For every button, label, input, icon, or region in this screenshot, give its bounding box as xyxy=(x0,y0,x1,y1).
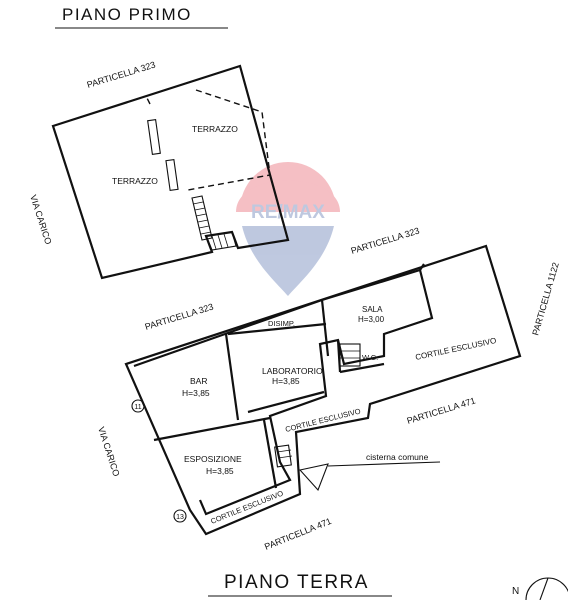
label-particella-1122: PARTICELLA 1122 xyxy=(530,261,560,336)
title-piano-primo: PIANO PRIMO xyxy=(62,5,192,24)
ground-floor-outline xyxy=(124,244,522,536)
label-via-carico-upper: VIA CARICO xyxy=(28,194,53,246)
label-particella-471-bottom: PARTICELLA 471 xyxy=(263,516,333,552)
room-disimp: DISIMP. xyxy=(268,319,295,328)
room-sala-height: H=3,00 xyxy=(358,315,385,324)
label-particella-471-right: PARTICELLA 471 xyxy=(406,396,477,426)
room-sala-name: SALA xyxy=(362,305,383,314)
balloon-red-top xyxy=(240,162,336,210)
building-footprint xyxy=(133,268,434,516)
compass-north-label: N xyxy=(512,586,519,597)
title-piano-terra: PIANO TERRA xyxy=(224,572,369,593)
room-cortile-mid: CORTILE ESCLUSIVO xyxy=(284,406,361,433)
wall-bar-esposizione xyxy=(153,416,271,442)
remax-logo-text: RE/MAX xyxy=(251,202,325,223)
room-esposizione-height: H=3,85 xyxy=(206,466,234,476)
cisterna-marker xyxy=(298,463,329,492)
room-cortile-right: CORTILE ESCLUSIVO xyxy=(415,336,498,362)
civic-number-13-circle xyxy=(173,509,187,523)
civic-number-13: 13 xyxy=(176,514,184,521)
label-particella-323-left: PARTICELLA 323 xyxy=(144,302,215,332)
remax-watermark: RE/MAX xyxy=(236,162,340,296)
room-laboratorio-name: LABORATORIO xyxy=(262,366,323,376)
room-bar-height: H=3,85 xyxy=(182,388,210,398)
partition-stub-2 xyxy=(165,158,179,192)
partition-stub-1 xyxy=(147,118,161,156)
wall-esposizione-right xyxy=(262,419,278,489)
stair-near-cortile xyxy=(274,444,293,468)
upper-staircase xyxy=(191,195,237,251)
label-cisterna-comune: cisterna comune xyxy=(366,452,429,462)
wall-wc-bottom xyxy=(339,362,385,374)
wall-cortile-right xyxy=(419,263,425,271)
wall-wc-left xyxy=(336,339,342,373)
label-via-carico-ground: VIA CARICO xyxy=(96,426,121,478)
room-esposizione-name: ESPOSIZIONE xyxy=(184,454,242,464)
label-particella-323-upper: PARTICELLA 323 xyxy=(86,60,157,90)
wall-sala-disimp xyxy=(320,299,330,357)
cisterna-leader xyxy=(327,461,441,467)
room-laboratorio-height: H=3,85 xyxy=(272,376,300,386)
room-bar-name: BAR xyxy=(190,376,207,386)
label-particella-323-top: PARTICELLA 323 xyxy=(350,226,421,256)
wall-bar-lab xyxy=(224,333,240,421)
label-terrazzo-right: TERRAZZO xyxy=(192,124,238,134)
civic-number-11-circle xyxy=(131,399,145,413)
wall-disimp-lab xyxy=(227,322,327,336)
ground-floor-plan: 11 13 PARTICELLA 323 PARTICELLA 323 PART… xyxy=(96,226,561,552)
stair-near-wc xyxy=(339,343,361,367)
room-wc: W.C. xyxy=(362,353,378,362)
wall-lab-bottom xyxy=(247,390,325,414)
balloon-top xyxy=(236,180,340,212)
civic-number-11: 11 xyxy=(134,404,141,411)
label-terrazzo-left: TERRAZZO xyxy=(112,176,158,186)
upper-floor-outline xyxy=(51,64,290,280)
upper-floor-plan: PARTICELLA 323 VIA CARICO TERRAZZO TERRA… xyxy=(28,60,290,280)
north-compass: N xyxy=(512,577,568,600)
terrazzo-dashed-boundary xyxy=(145,89,271,191)
compass-needle xyxy=(539,577,549,600)
